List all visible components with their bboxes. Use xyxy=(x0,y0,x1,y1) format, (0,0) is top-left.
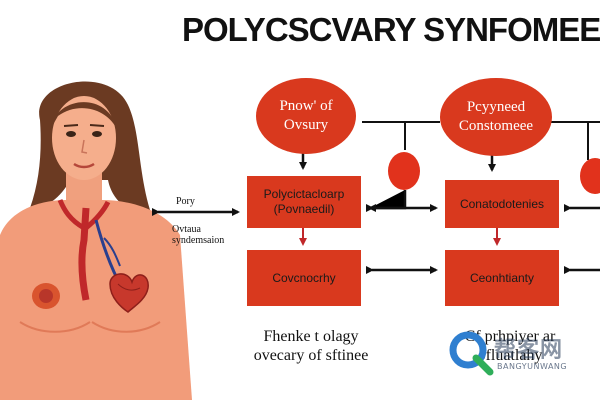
red-dot-right xyxy=(580,158,600,194)
red-dot-left xyxy=(388,152,420,190)
watermark-logo-icon xyxy=(449,331,494,376)
watermark-text: 帮客网 xyxy=(494,338,564,363)
watermark-subtext: BANGYUNWANG xyxy=(497,362,568,371)
bottom-label-left: Fhenke t olagy ovecary of sftinee xyxy=(253,328,369,364)
box-infertility: Ceonhtianty xyxy=(445,250,559,306)
box-complications: Conatodotenies xyxy=(445,180,559,228)
side-label-upper: Pory xyxy=(176,196,195,207)
woman-anatomy-illustration xyxy=(0,81,192,400)
side-label-middle: Ovtaua syndemsaion xyxy=(172,224,225,246)
face-shape xyxy=(52,96,116,180)
oval-node-syndrome: Pcyyneed Constomeee xyxy=(440,78,552,156)
torso-shape xyxy=(0,200,192,400)
heart-icon xyxy=(109,273,149,313)
arrow-dot-to-box xyxy=(368,190,407,212)
diagram-title: POLYCSCVARY SYNFOMEE xyxy=(182,11,600,48)
box-polycystic-ovary: Polycictacloarp (Povnaedil) xyxy=(247,176,361,228)
artery-icon xyxy=(78,207,90,301)
box-coronary: Covcnocrhy xyxy=(247,250,361,306)
oval-node-ovary: Pnow' of Ovsury xyxy=(256,78,356,154)
